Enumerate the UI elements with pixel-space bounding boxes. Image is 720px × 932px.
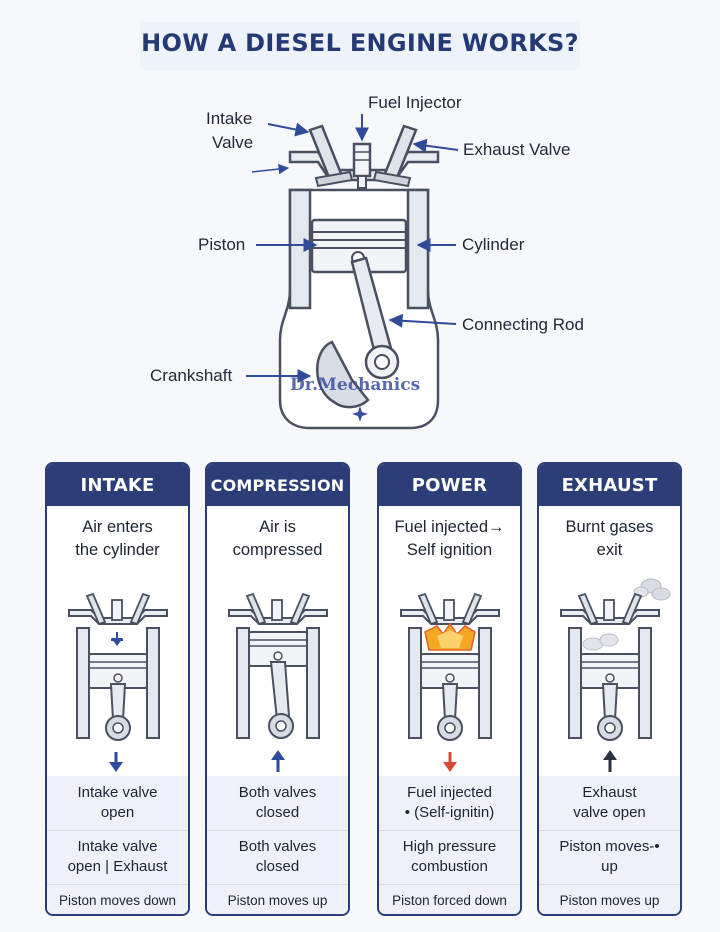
detail-line: open: [100, 804, 135, 821]
page-title: HOW A DIESEL ENGINE WORKS?: [141, 29, 579, 57]
detail-row: High pressure combustion: [379, 830, 520, 884]
desc-line: exit: [596, 541, 623, 559]
desc-line: Self ignition: [406, 541, 493, 559]
detail-line: open | Exhaust: [67, 858, 168, 875]
desc-line: the cylinder: [75, 541, 160, 559]
stroke-details: Intake valve open Intake valve open | Ex…: [47, 776, 188, 914]
detail-summary: Piston moves up: [207, 884, 348, 914]
stroke-header: COMPRESSION: [207, 464, 348, 506]
desc-line: Fuel injected→: [394, 518, 505, 536]
detail-row: Piston moves-• up: [539, 830, 680, 884]
label-cylinder: Cylinder: [462, 235, 525, 254]
engine-diagram: Dr.Mechanics Intake Valve Fuel Injector …: [0, 80, 720, 440]
stroke-illustration: [539, 570, 680, 776]
label-connecting-rod: Connecting Rod: [462, 315, 584, 334]
detail-line: closed: [255, 858, 300, 875]
exhaust-engine-icon: [560, 578, 671, 772]
desc-line: compressed: [232, 541, 323, 559]
label-intake-valve-1: Intake: [206, 109, 253, 128]
detail-row: Both valves closed: [207, 776, 348, 830]
detail-line: closed: [255, 804, 300, 821]
detail-line: • (Self-ignitin): [404, 804, 495, 821]
stroke-header: EXHAUST: [539, 464, 680, 506]
stroke-header: POWER: [379, 464, 520, 506]
stroke-card-compression: COMPRESSION Air is compressed: [205, 462, 350, 916]
detail-row: Both valves closed: [207, 830, 348, 884]
desc-line: Air enters: [82, 518, 153, 536]
stroke-description: Air is compressed: [207, 506, 348, 570]
detail-line: Intake valve: [77, 784, 158, 801]
engine-cutaway-illustration: Dr.Mechanics: [246, 114, 459, 430]
detail-line: Piston moves-•: [559, 838, 660, 855]
detail-line: valve open: [573, 804, 646, 821]
stroke-header: INTAKE: [47, 464, 188, 506]
detail-line: Fuel injected: [406, 784, 493, 801]
detail-row: Intake valve open | Exhaust: [47, 830, 188, 884]
stroke-card-intake: INTAKE Air enters the cylinder: [45, 462, 190, 916]
detail-line: up: [601, 858, 618, 875]
detail-row: Fuel injected • (Self-ignitin): [379, 776, 520, 830]
label-intake-valve-2: Valve: [212, 133, 254, 152]
detail-line: Both valves: [238, 838, 317, 855]
stroke-description: Burnt gases exit: [539, 506, 680, 570]
power-engine-icon: [400, 592, 500, 772]
detail-line: High pressure: [402, 838, 497, 855]
title-band: [140, 22, 580, 70]
detail-summary: Piston moves up: [539, 884, 680, 914]
detail-line: Intake valve: [77, 838, 158, 855]
stroke-illustration: [47, 570, 188, 776]
stroke-details: Exhaust valve open Piston moves-• up Pis…: [539, 776, 680, 914]
exhaust-valve-head: [372, 170, 412, 188]
detail-line: combustion: [411, 858, 488, 875]
crankshaft-web: [316, 340, 370, 409]
label-exhaust-valve: Exhaust Valve: [463, 140, 571, 159]
label-piston: Piston: [198, 235, 246, 254]
stroke-card-exhaust: EXHAUST Burnt gases exit: [537, 462, 682, 916]
cylinder-wall-left: [288, 188, 312, 310]
stroke-card-power: POWER Fuel injected→ Self ignition: [377, 462, 522, 916]
compression-engine-icon: [228, 592, 328, 772]
cylinder-wall-right: [406, 188, 430, 310]
stroke-illustration: [207, 570, 348, 776]
stroke-details: Both valves closed Both valves closed Pi…: [207, 776, 348, 914]
intake-engine-icon: [68, 592, 168, 772]
detail-line: Both valves: [238, 784, 317, 801]
stroke-description: Fuel injected→ Self ignition: [379, 506, 520, 570]
title-area: HOW A DIESEL ENGINE WORKS?: [0, 0, 720, 80]
stroke-illustration: [379, 570, 520, 776]
label-fuel-injector: Fuel Injector: [368, 93, 462, 112]
intake-valve-head: [314, 170, 354, 188]
detail-summary: Piston forced down: [379, 884, 520, 914]
detail-row: Intake valve open: [47, 776, 188, 830]
detail-row: Exhaust valve open: [539, 776, 680, 830]
stroke-description: Air enters the cylinder: [47, 506, 188, 570]
stroke-cards: INTAKE Air enters the cylinder: [0, 462, 720, 922]
watermark-text: Dr.Mechanics: [290, 375, 420, 395]
desc-line: Air is: [259, 518, 296, 536]
detail-line: Exhaust: [582, 784, 637, 801]
desc-line: Burnt gases: [565, 518, 654, 536]
stroke-details: Fuel injected • (Self-ignitin) High pres…: [379, 776, 520, 914]
label-crankshaft: Crankshaft: [150, 366, 233, 385]
detail-summary: Piston moves down: [47, 884, 188, 914]
